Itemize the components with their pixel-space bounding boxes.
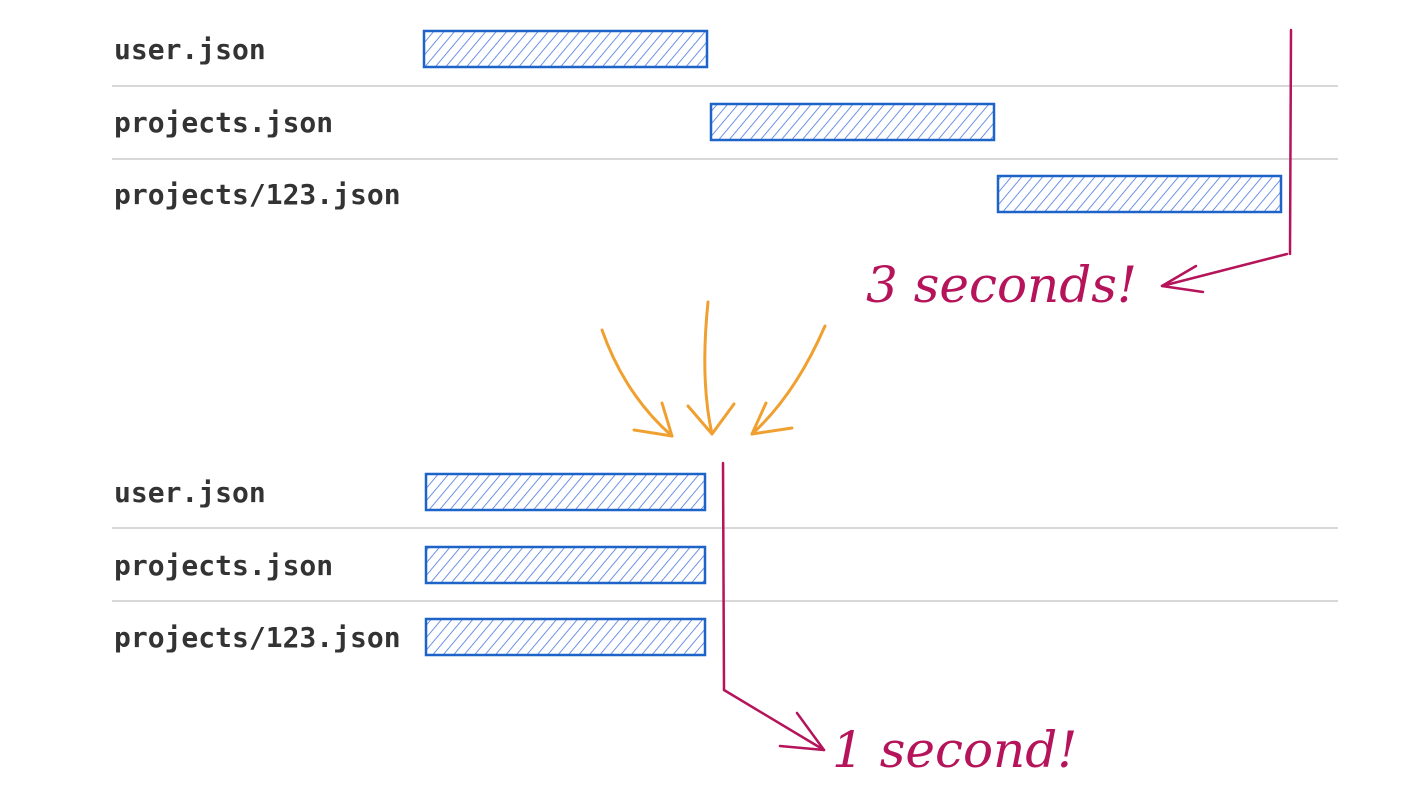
request-bar bbox=[424, 472, 707, 512]
parallel-chart: user.jsonprojects.jsonprojects/123.json … bbox=[112, 461, 1338, 779]
transform-arrows bbox=[600, 300, 827, 438]
total-time-marker bbox=[721, 461, 826, 752]
arrowhead-icon bbox=[632, 401, 674, 438]
curved-arrow-right-icon bbox=[750, 324, 827, 436]
arrowhead-icon bbox=[750, 401, 794, 436]
row-label: projects.json bbox=[114, 549, 333, 582]
end-time-line bbox=[1288, 28, 1293, 256]
end-time-line bbox=[721, 461, 726, 692]
request-bar bbox=[996, 174, 1283, 214]
curved-arrow-left-icon bbox=[600, 328, 674, 438]
total-time-label: 3 seconds! bbox=[866, 256, 1137, 314]
row-label: user.json bbox=[114, 33, 266, 66]
row-label: projects/123.json bbox=[114, 178, 401, 211]
marker-arrow-line bbox=[1160, 252, 1289, 288]
total-time-label: 1 second! bbox=[832, 721, 1077, 779]
arrowhead-right-icon bbox=[778, 711, 826, 752]
row-label: projects.json bbox=[114, 106, 333, 139]
request-bar bbox=[424, 617, 707, 657]
marker-arrow-line bbox=[722, 688, 826, 752]
sequential-chart: user.jsonprojects.jsonprojects/123.json … bbox=[112, 28, 1338, 314]
request-bar bbox=[422, 29, 709, 69]
request-bar bbox=[424, 545, 707, 585]
total-time-marker bbox=[1160, 28, 1293, 294]
curved-arrow-center-icon bbox=[703, 300, 714, 436]
row-label: projects/123.json bbox=[114, 621, 401, 654]
arrowhead-left-icon bbox=[1160, 264, 1205, 294]
arrowhead-icon bbox=[686, 402, 736, 436]
request-bar bbox=[709, 102, 996, 142]
row-label: user.json bbox=[114, 476, 266, 509]
